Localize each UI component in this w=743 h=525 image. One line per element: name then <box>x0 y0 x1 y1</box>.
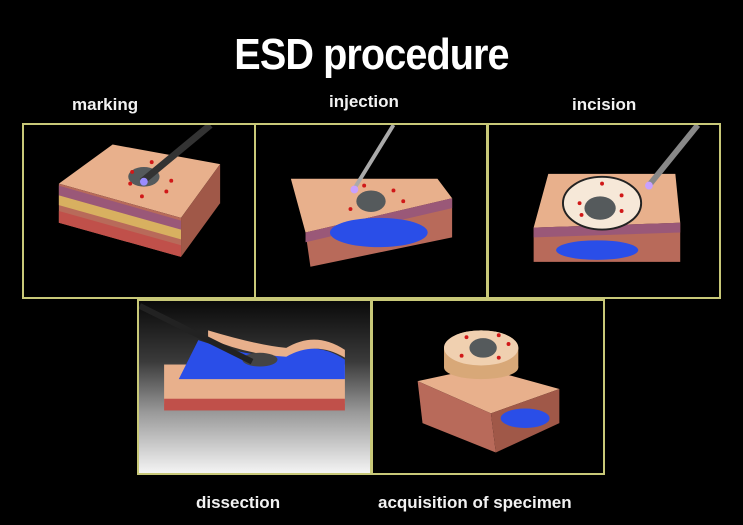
label-marking: marking <box>72 95 139 114</box>
panel-injection <box>254 123 488 299</box>
panel-incision <box>487 123 721 299</box>
panel-dissection <box>137 299 372 475</box>
label-acquisition-of-specimen: acquisition of specimen <box>378 493 572 512</box>
acquisition-illustration <box>417 330 560 453</box>
injection-illustration <box>290 125 453 267</box>
panel-acquisition-of-specimen <box>371 299 605 475</box>
dissection-illustration <box>139 303 345 411</box>
panel-marking <box>22 123 256 299</box>
label-incision: incision <box>572 95 637 114</box>
page-title: ESD procedure <box>234 30 509 79</box>
marking-illustration <box>58 125 221 257</box>
label-injection: injection <box>329 92 399 111</box>
label-dissection: dissection <box>196 493 281 512</box>
incision-illustration <box>533 125 701 262</box>
